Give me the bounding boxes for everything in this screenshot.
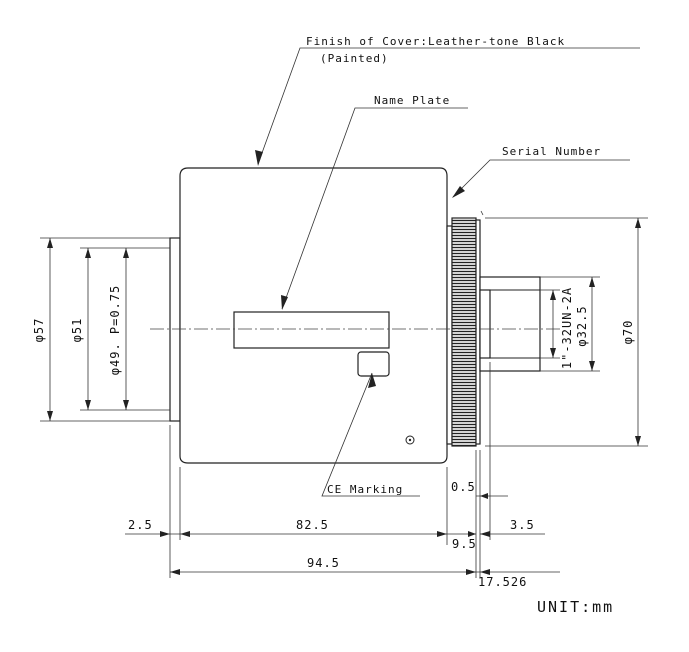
dim49-arrow-bottom [123, 400, 129, 410]
callouts [255, 47, 640, 497]
dim25-text: 2.5 [128, 518, 153, 532]
flange [446, 225, 453, 445]
dim51-arrow-bottom [85, 400, 91, 410]
dim57-text: φ57 [32, 318, 46, 343]
dim95-arrow [468, 531, 476, 537]
thread-arrow-top [550, 290, 556, 300]
finish-leader-arrow [255, 150, 263, 166]
dim35-text: 3.5 [510, 518, 535, 532]
ce-marking-label: CE Marking [327, 483, 403, 496]
dim70-arrow-top [635, 218, 641, 228]
ce-leader-arrow [368, 373, 376, 388]
name-plate-leader-arrow [281, 295, 288, 310]
dim325-text: φ32.5 [575, 305, 589, 346]
serial-leader [452, 159, 630, 198]
name-plate-label: Name Plate [374, 94, 450, 107]
right-diameter-dims [485, 217, 648, 447]
knurl-back-edge [475, 219, 481, 445]
dim17526-text: 17.526 [478, 575, 527, 589]
dim57-arrow-top [47, 238, 53, 248]
ce-leader [321, 372, 420, 497]
dim95-text: 9.5 [452, 537, 477, 551]
dim17526-arrow [480, 569, 490, 575]
serial-number-label: Serial Number [502, 145, 601, 158]
dim325-arrow-top [589, 277, 595, 287]
finish-label-line1: Finish of Cover:Leather-tone Black [306, 35, 565, 48]
ce-marking-plate [357, 351, 390, 377]
name-plate-leader [281, 107, 468, 310]
c-mount-thread [489, 289, 541, 359]
left-diameter-dims [40, 237, 130, 422]
dim945-arrow-b [466, 569, 476, 575]
dim51-arrow-top [85, 248, 91, 258]
c-mount-shoulder [479, 289, 491, 359]
dim945-text: 94.5 [307, 556, 340, 570]
dim70-arrow-bottom [635, 436, 641, 446]
dim825-text: 82.5 [296, 518, 329, 532]
dim825-arrow [437, 531, 447, 537]
length-dims [125, 362, 560, 578]
lens-body-group [130, 167, 541, 464]
screw-center [408, 438, 412, 442]
dim35-arrow [480, 531, 490, 537]
thread-text: 1"-32UN-2A [560, 287, 574, 369]
dim05-arrow [480, 493, 488, 499]
dim49-arrow-top [123, 248, 129, 258]
screw-icon [405, 435, 415, 445]
dim51-text: φ51 [70, 318, 84, 343]
dim25-arrow-a [160, 531, 170, 537]
dim49-text: φ49. P=0.75 [108, 285, 122, 375]
knurled-ring [451, 217, 477, 447]
serial-tick [480, 210, 484, 216]
name-plate [233, 311, 390, 349]
dim325-arrow-bottom [589, 361, 595, 371]
dim70-text: φ70 [621, 320, 635, 345]
dim945-arrow-a [170, 569, 180, 575]
finish-label-line2: (Painted) [320, 52, 389, 65]
thread-arrow-bottom [550, 348, 556, 358]
finish-leader [257, 47, 640, 165]
front-ring [169, 237, 181, 422]
dim05-text: 0.5 [451, 480, 476, 494]
unit-label: UNIT:mm [537, 598, 614, 616]
dim57-arrow-bottom [47, 411, 53, 421]
serial-leader-arrow [452, 186, 465, 198]
